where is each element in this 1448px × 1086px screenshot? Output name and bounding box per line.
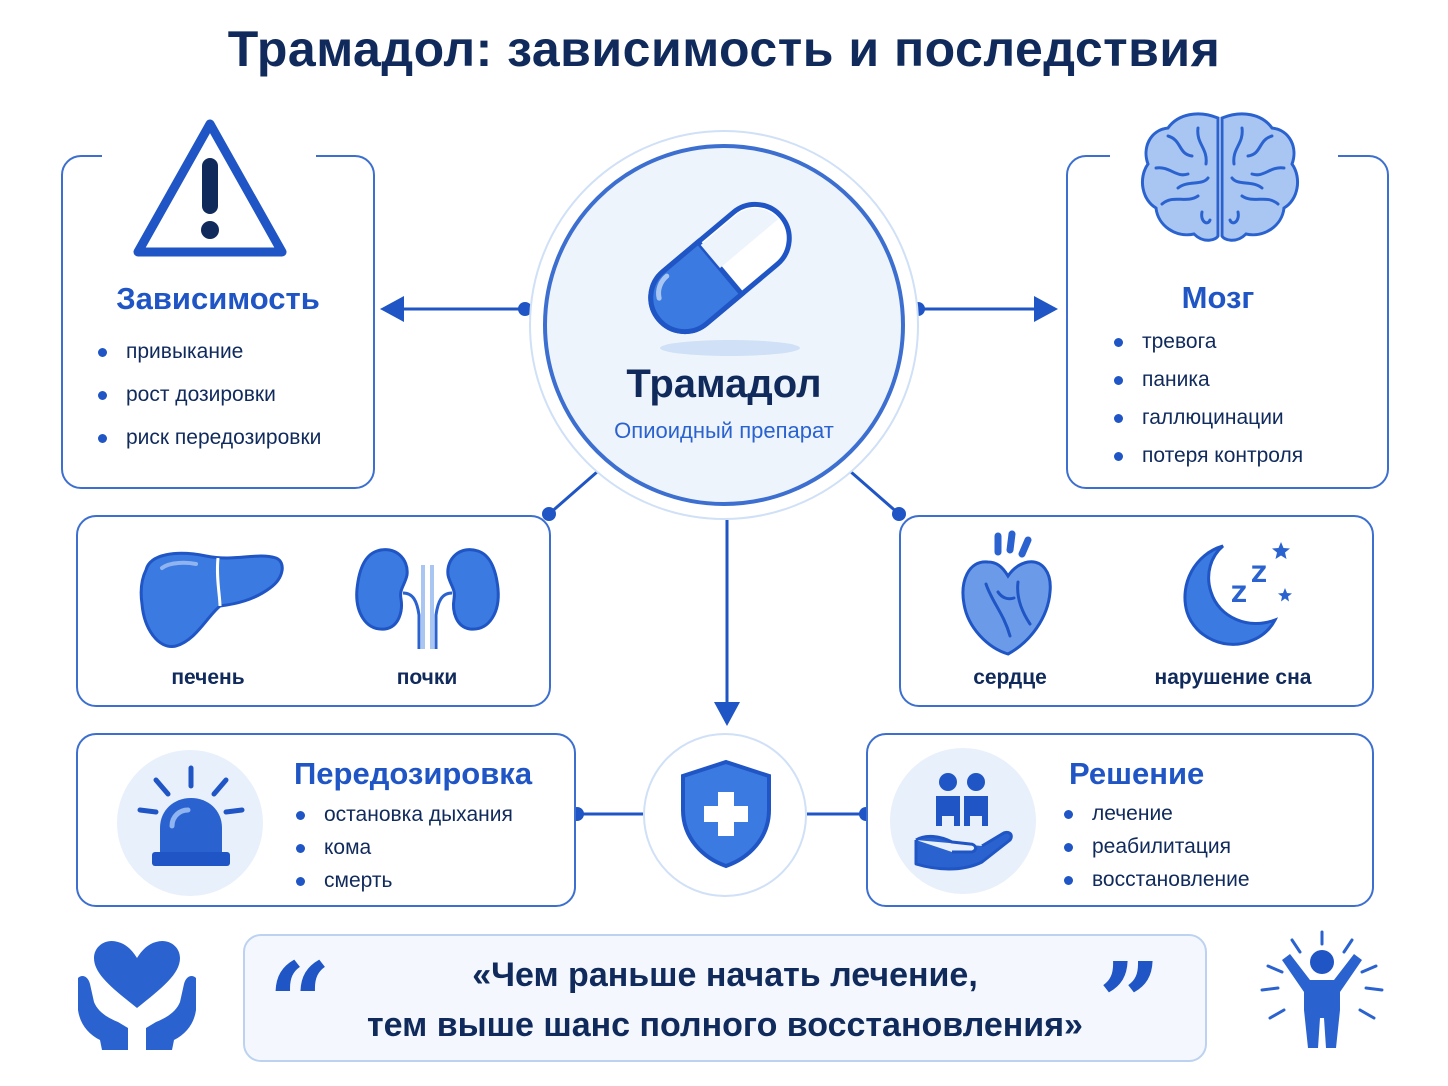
brain-heading: Мозг [1181, 280, 1255, 315]
quote-open-mark: “ [268, 938, 332, 1067]
arrow-head-left [380, 296, 404, 322]
list-item: смерть [294, 869, 513, 893]
connector-dot [892, 507, 906, 521]
dependence-heading: Зависимость [116, 281, 320, 316]
center-circle [543, 144, 905, 506]
list-item: риск передозировки [96, 426, 321, 450]
page-title: Трамадол: зависимость и последствия [227, 21, 1221, 77]
list-item: тревога [1112, 330, 1303, 354]
list-item: привыкание [96, 340, 321, 364]
arrow-head-down [714, 702, 740, 726]
heart-hands-icon [78, 940, 196, 1050]
kidneys-icon [355, 548, 500, 649]
svg-text:Z: Z [1231, 583, 1247, 608]
heart-icon [961, 530, 1052, 656]
pill-icon [648, 201, 800, 356]
connector-organs-right [850, 470, 900, 516]
heart-label: сердце [973, 666, 1047, 689]
solution-heading: Решение [1069, 756, 1205, 791]
dependence-list: привыкание рост дозировки риск передозир… [96, 340, 321, 450]
list-item: рост дозировки [96, 383, 321, 407]
svg-text:Z: Z [1251, 563, 1267, 588]
center-subtitle: Опиоидный препарат [614, 418, 834, 443]
list-item: кома [294, 836, 513, 860]
arrow-head-right [1034, 296, 1058, 322]
list-item: реабилитация [1062, 835, 1250, 859]
overdose-heading: Передозировка [294, 756, 533, 791]
liver-icon [139, 551, 284, 648]
family-hand-icon [914, 773, 1013, 871]
overdose-list: остановка дыхания кома смерть [294, 803, 513, 893]
connector-organs-left [548, 470, 598, 516]
siren-icon [137, 765, 245, 866]
solution-icon-bg [890, 748, 1036, 894]
shield-icon [681, 759, 771, 869]
brain-icon [1140, 112, 1300, 242]
list-item: остановка дыхания [294, 803, 513, 827]
connector-dot [542, 507, 556, 521]
list-item: потеря контроля [1112, 444, 1303, 468]
person-joy-icon [1260, 930, 1384, 1048]
quote-line-2: тем выше шанс полного восстановления» [367, 1006, 1083, 1044]
brain-list: тревога паника галлюцинации потеря контр… [1112, 330, 1303, 468]
quote-close-mark: ” [1098, 938, 1162, 1067]
quote-line-1: «Чем раньше начать лечение, [472, 956, 978, 994]
list-item: лечение [1062, 802, 1250, 826]
list-item: галлюцинации [1112, 406, 1303, 430]
list-item: паника [1112, 368, 1303, 392]
liver-label: печень [171, 666, 245, 689]
moon-icon: Z Z [1183, 542, 1292, 646]
list-item: восстановление [1062, 868, 1250, 892]
sleep-label: нарушение сна [1154, 666, 1312, 689]
warning-icon [133, 119, 287, 257]
center-name: Трамадол [626, 362, 822, 406]
quote-box [243, 934, 1207, 1062]
connector-dot [518, 302, 532, 316]
kidneys-label: почки [396, 666, 458, 689]
solution-list: лечение реабилитация восстановление [1062, 802, 1250, 892]
